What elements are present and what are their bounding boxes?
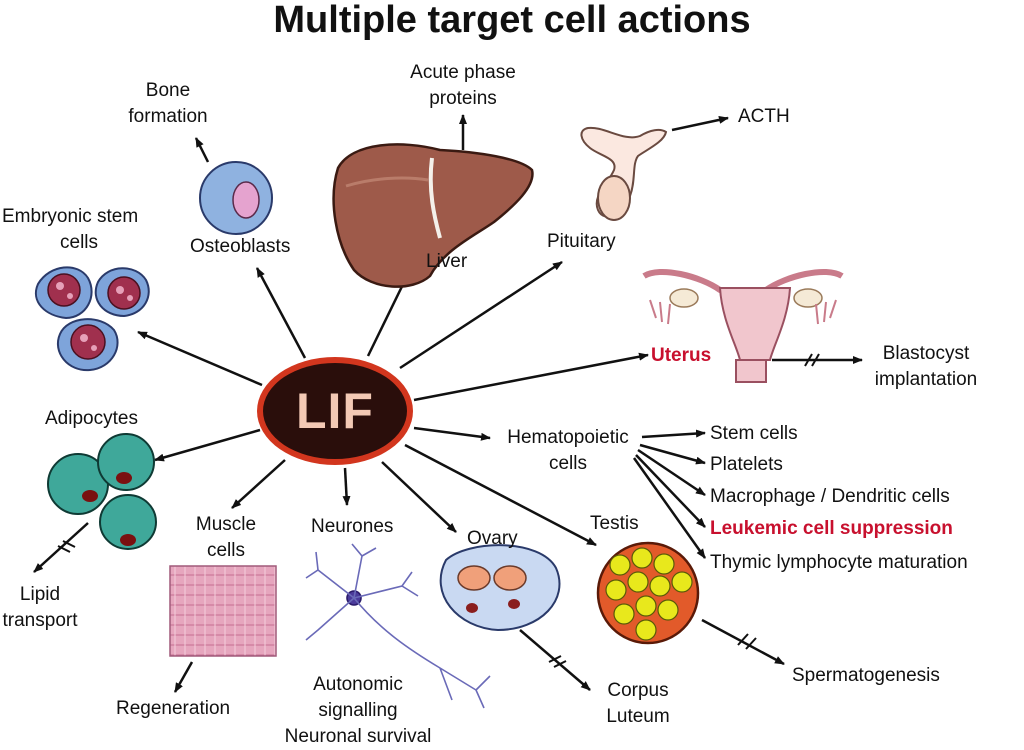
uterus-illustration bbox=[642, 268, 844, 383]
arrow-lif-to-uterus bbox=[413, 352, 649, 402]
testis-illustration bbox=[596, 541, 700, 645]
page-title: Multiple target cell actions bbox=[273, 0, 751, 41]
arrow-osteoblasts-to-bone bbox=[194, 137, 210, 163]
arrow-hema-to-macrophage bbox=[637, 448, 706, 497]
arrow-hema-to-platelets bbox=[639, 443, 706, 465]
liver-illustration bbox=[332, 143, 534, 288]
arrow-lif-to-testis bbox=[404, 443, 597, 547]
arrow-hema-to-leukemic bbox=[635, 454, 706, 528]
osteoblast-illustration bbox=[199, 161, 273, 235]
arrow-hema-to-stem bbox=[641, 429, 706, 439]
arrow-testis-to-spermatogenesis bbox=[701, 618, 785, 666]
lif-arrows bbox=[137, 260, 649, 547]
neurone-effects-label: Autonomic signalling Neuronal survival bbox=[284, 674, 432, 747]
arrow-lif-to-muscle-cells bbox=[231, 459, 286, 509]
neurone-illustration bbox=[305, 543, 491, 709]
pituitary-illustration bbox=[580, 126, 668, 221]
testis-label: Testis bbox=[590, 513, 639, 534]
platelets-label: Platelets bbox=[710, 454, 783, 475]
break-marks bbox=[57, 353, 820, 668]
adipocytes-label: Adipocytes bbox=[45, 408, 138, 429]
pituitary-label: Pituitary bbox=[547, 231, 616, 252]
arrow-hema-to-thymic bbox=[632, 457, 707, 559]
arrow-lif-to-ovary bbox=[381, 461, 457, 533]
arrow-lif-to-adipocytes bbox=[154, 428, 261, 462]
acth-label: ACTH bbox=[738, 106, 790, 127]
break-mark-adipocytes bbox=[57, 540, 76, 553]
break-mark-uterus bbox=[804, 353, 820, 367]
arrow-muscle-to-regeneration bbox=[173, 661, 194, 693]
arrow-lif-to-pituitary bbox=[399, 260, 563, 370]
uterus-label: Uterus bbox=[651, 345, 712, 366]
ovary-illustration bbox=[439, 544, 561, 632]
ovary-label: Ovary bbox=[467, 528, 518, 549]
regeneration-label: Regeneration bbox=[116, 698, 231, 719]
neurones-label: Neurones bbox=[311, 516, 394, 537]
osteoblasts-label: Osteoblasts bbox=[190, 236, 291, 257]
embryonic-stem-cells-illustration bbox=[35, 266, 150, 372]
embryonic-stem-cells-label: Embryonic stem cells bbox=[2, 206, 139, 253]
break-mark-ovary bbox=[548, 655, 567, 668]
arrow-lif-to-embryonic-stem-cells bbox=[137, 330, 263, 387]
liver-label: Liver bbox=[426, 251, 468, 272]
muscle-illustration bbox=[169, 565, 277, 657]
macrophage-dendritic-label: Macrophage / Dendritic cells bbox=[710, 486, 950, 507]
adipocytes-illustration bbox=[47, 433, 157, 550]
thymic-maturation-label: Thymic lymphocyte maturation bbox=[710, 552, 968, 573]
break-mark-testis bbox=[737, 633, 757, 650]
arrow-lif-to-osteoblasts bbox=[255, 267, 307, 359]
lif-center-label: LIF bbox=[296, 383, 374, 439]
arrow-lif-to-hematopoietic bbox=[413, 426, 491, 441]
spermatogenesis-label: Spermatogenesis bbox=[792, 665, 940, 686]
lif-center-node bbox=[257, 357, 413, 465]
arrow-pituitary-to-acth bbox=[671, 115, 729, 132]
stem-cells-label: Stem cells bbox=[710, 423, 798, 444]
arrow-lif-to-neurones bbox=[342, 467, 351, 506]
leukemic-suppression-label: Leukemic cell suppression bbox=[710, 518, 953, 539]
